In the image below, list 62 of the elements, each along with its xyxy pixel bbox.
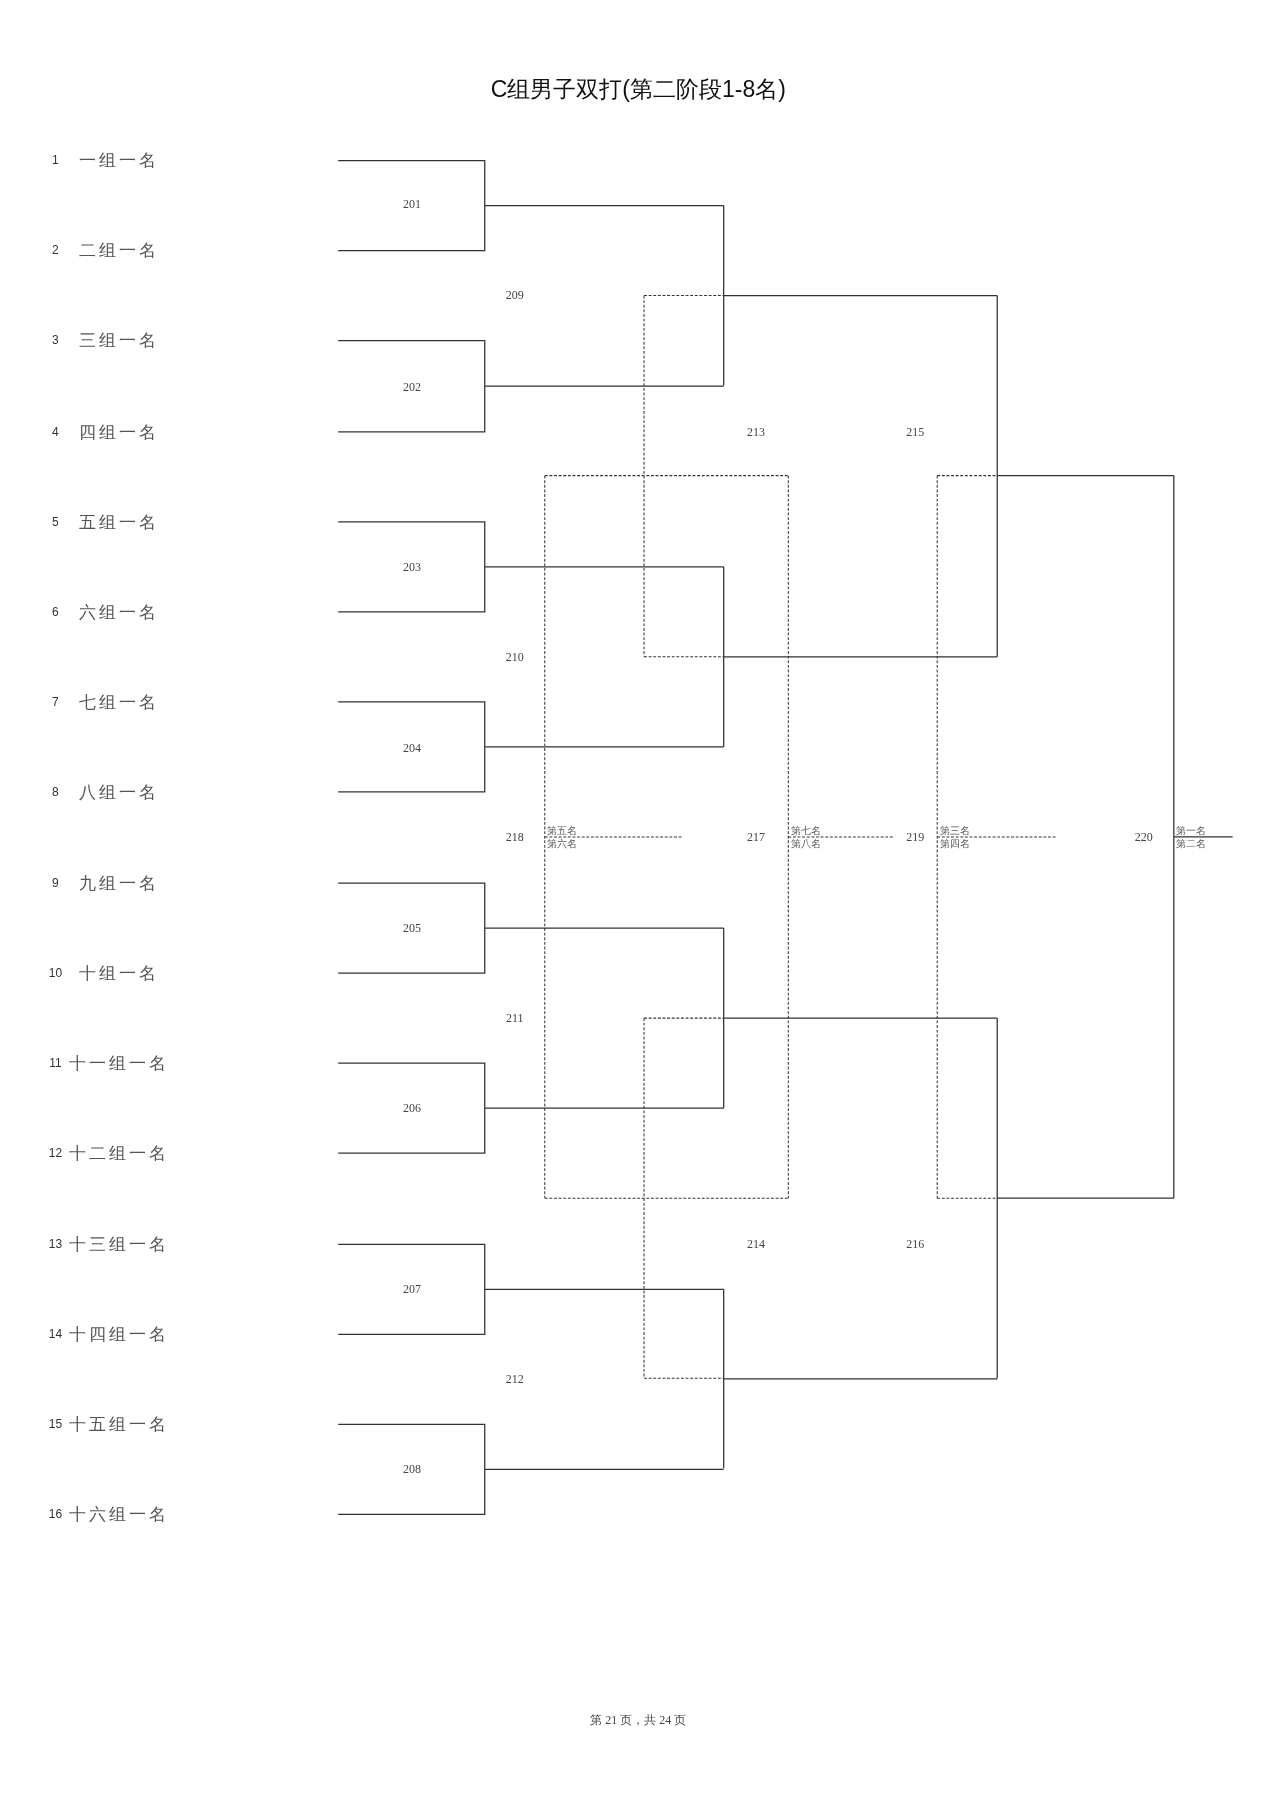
- place-label: 第五名: [547, 825, 578, 836]
- seed-number: 7: [52, 695, 59, 708]
- seed-number: 11: [49, 1057, 62, 1069]
- team-name: 十五组一名: [68, 1415, 169, 1433]
- match-number: 204: [403, 741, 422, 754]
- team-name: 七组一名: [78, 693, 159, 711]
- team-name: 十四组一名: [68, 1325, 169, 1343]
- seed-number: 9: [52, 876, 59, 889]
- match-number: 209: [505, 289, 524, 302]
- team-name: 一组一名: [78, 151, 159, 169]
- seed-number: 5: [52, 515, 59, 528]
- seed-number: 13: [48, 1238, 63, 1251]
- team-name: 三组一名: [78, 332, 159, 349]
- seed-number: 12: [48, 1147, 63, 1160]
- match-number: 203: [403, 560, 422, 573]
- match-number: 214: [747, 1238, 765, 1251]
- match-number: 207: [403, 1283, 422, 1296]
- seed-number: 1: [52, 154, 59, 167]
- match-number: 219: [906, 830, 925, 843]
- match-number: 205: [403, 921, 422, 934]
- team-name: 六组一名: [78, 603, 159, 621]
- seed-number: 8: [52, 785, 59, 798]
- place-label: 第八名: [790, 838, 821, 849]
- seed-number: 14: [48, 1328, 63, 1341]
- seed-number: 6: [52, 605, 59, 618]
- team-name: 四组一名: [78, 423, 159, 441]
- match-number: 201: [403, 198, 422, 211]
- seed-number: 2: [52, 244, 59, 257]
- match-number: 202: [403, 380, 422, 393]
- match-number: 217: [747, 830, 765, 843]
- match-number: 216: [906, 1238, 925, 1251]
- match-number: 208: [403, 1463, 422, 1476]
- team-name: 十一组一名: [68, 1054, 169, 1072]
- place-label: 第七名: [790, 825, 821, 836]
- team-name: 十六组一名: [68, 1505, 169, 1523]
- page-footer: 第 21 页，共 24 页: [590, 1713, 687, 1726]
- place-label: 第一名: [1176, 825, 1207, 836]
- team-name: 十组一名: [78, 964, 159, 982]
- place-label: 第六名: [547, 838, 578, 849]
- match-number: 212: [505, 1373, 524, 1386]
- team-name: 十二组一名: [68, 1144, 169, 1162]
- match-number: 206: [403, 1102, 422, 1114]
- place-label: 第二名: [1176, 838, 1207, 849]
- match-number: 215: [906, 425, 925, 438]
- seed-number: 16: [48, 1508, 63, 1521]
- seed-number: 3: [52, 334, 59, 347]
- match-number: 218: [505, 830, 524, 843]
- title: C组男子双打(第二阶段1-8名): [490, 77, 786, 101]
- seed-number: 10: [48, 967, 63, 979]
- match-number: 210: [505, 650, 524, 663]
- match-number: 220: [1134, 830, 1153, 843]
- match-number: 213: [747, 425, 765, 438]
- team-name: 九组一名: [78, 874, 159, 892]
- match-number: 211: [506, 1012, 524, 1024]
- team-name: 五组一名: [78, 513, 159, 531]
- team-name: 十三组一名: [68, 1235, 169, 1253]
- place-label: 第四名: [939, 838, 970, 849]
- team-name: 二组一名: [78, 241, 159, 259]
- seed-number: 4: [52, 425, 59, 438]
- team-name: 八组一名: [78, 783, 159, 801]
- place-label: 第三名: [939, 825, 970, 836]
- seed-number: 15: [48, 1418, 63, 1431]
